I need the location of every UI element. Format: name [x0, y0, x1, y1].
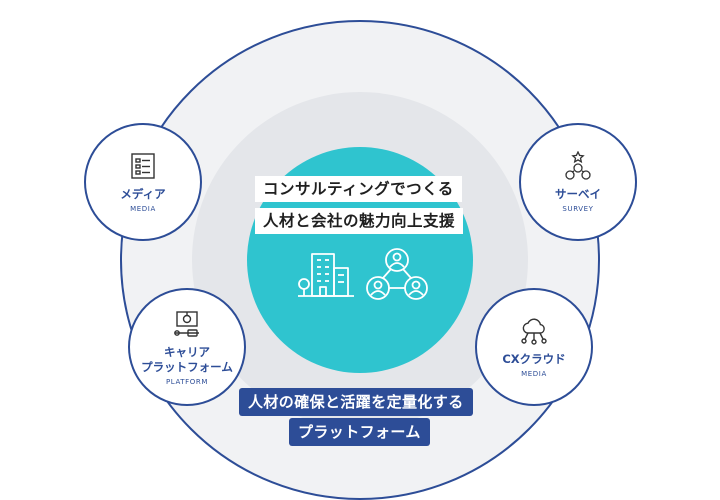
cx-subtitle: MEDIA: [521, 370, 547, 378]
banner-line1: 人材の確保と活躍を定量化する: [239, 388, 473, 416]
headline-line2: 人材と会社の魅力向上支援: [255, 208, 464, 234]
toolbox-icon: [174, 310, 199, 337]
media-subtitle: MEDIA: [130, 205, 156, 213]
office-buildings-icon: [298, 253, 354, 297]
platform-title-line1: キャリア: [164, 344, 210, 359]
cx-cloud-circle: CXクラウド MEDIA: [475, 288, 593, 406]
platform-title-line2: プラットフォーム: [141, 359, 233, 374]
survey-subtitle: SURVEY: [562, 205, 594, 213]
document-list-icon: [131, 153, 155, 179]
career-platform-circle: キャリア プラットフォーム PLATFORM: [128, 288, 246, 406]
cx-title: CXクラウド: [502, 352, 566, 366]
media-circle: メディア MEDIA: [84, 123, 202, 241]
survey-title: サーベイ: [555, 187, 601, 201]
survey-circle: サーベイ SURVEY: [519, 123, 637, 241]
team-network-icon: [366, 248, 428, 300]
platform-subtitle: PLATFORM: [165, 377, 209, 386]
cloud-network-icon: [521, 318, 547, 345]
headline-line1: コンサルティングでつくる: [255, 176, 462, 202]
people-hierarchy-star-icon: [565, 151, 591, 180]
banner-line2: プラットフォーム: [289, 418, 430, 446]
media-title: メディア: [120, 187, 166, 201]
